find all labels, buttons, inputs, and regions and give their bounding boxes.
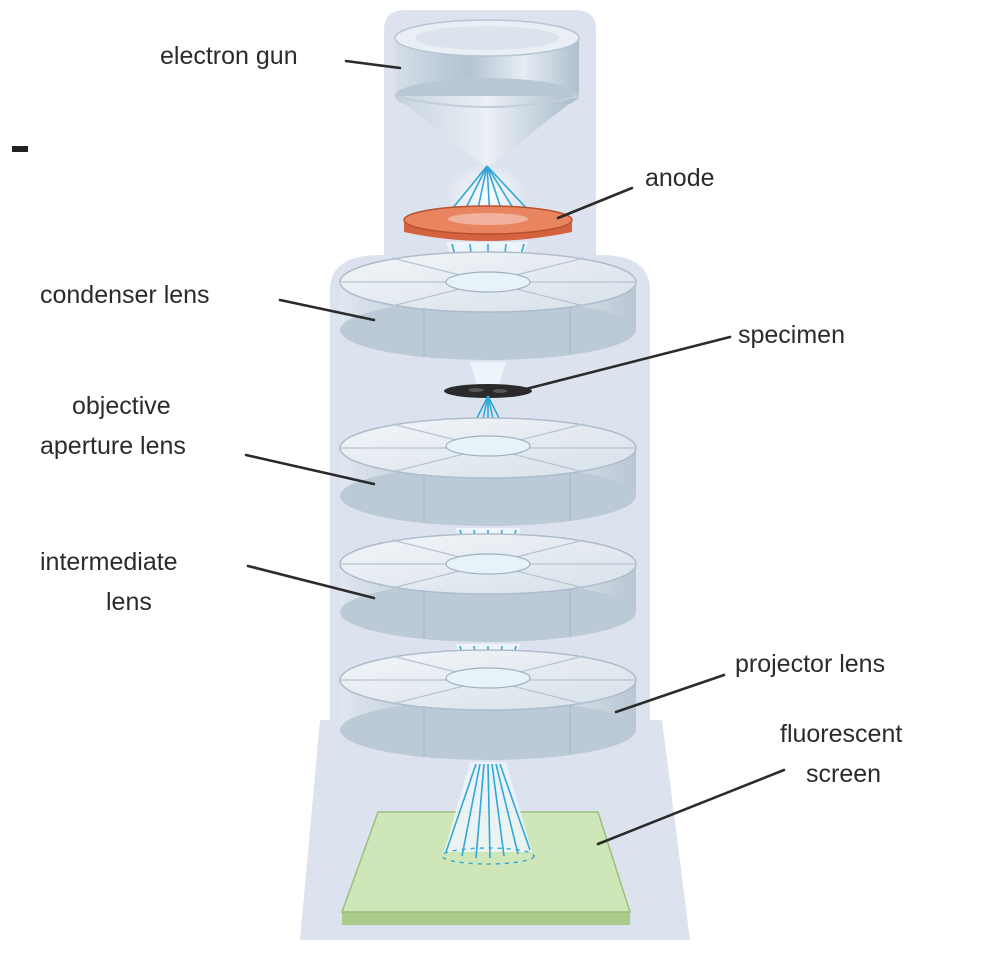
labels: electron gun anode condenser lens specim… (40, 42, 902, 788)
label-projector-lens: projector lens (735, 650, 885, 678)
objective-aperture-lens (339, 417, 637, 526)
fluorescent-screen (340, 811, 632, 925)
condenser-lens (339, 251, 637, 360)
label-electron-gun: electron gun (160, 42, 298, 70)
anode (403, 205, 573, 241)
leader-objective-aperture-lens (244, 453, 376, 486)
leader-intermediate-lens (246, 564, 376, 600)
intermediate-lens (339, 533, 637, 642)
label-condenser-lens: condenser lens (40, 281, 210, 309)
stray-mark (12, 146, 28, 152)
leader-fluorescent-screen (596, 768, 786, 846)
label-fluorescent-screen-line2: screen (806, 760, 881, 788)
label-anode: anode (645, 164, 715, 192)
leader-specimen (520, 335, 732, 392)
leader-projector-lens (614, 673, 726, 714)
label-objective-aperture-lens-line1: objective (72, 392, 171, 420)
projector-lens (339, 649, 637, 760)
electron-beam-screen (441, 762, 535, 865)
leader-lines (244, 59, 786, 846)
leader-condenser-lens (278, 298, 376, 322)
leader-electron-gun (344, 59, 402, 70)
label-fluorescent-screen-line1: fluorescent (780, 720, 902, 748)
label-intermediate-lens-line1: intermediate (40, 548, 178, 576)
specimen (444, 362, 532, 398)
label-specimen: specimen (738, 321, 845, 349)
leader-anode (556, 186, 634, 220)
electron-gun (394, 19, 580, 168)
label-objective-aperture-lens-line2: aperture lens (40, 432, 186, 460)
label-intermediate-lens-line2: lens (106, 588, 152, 616)
